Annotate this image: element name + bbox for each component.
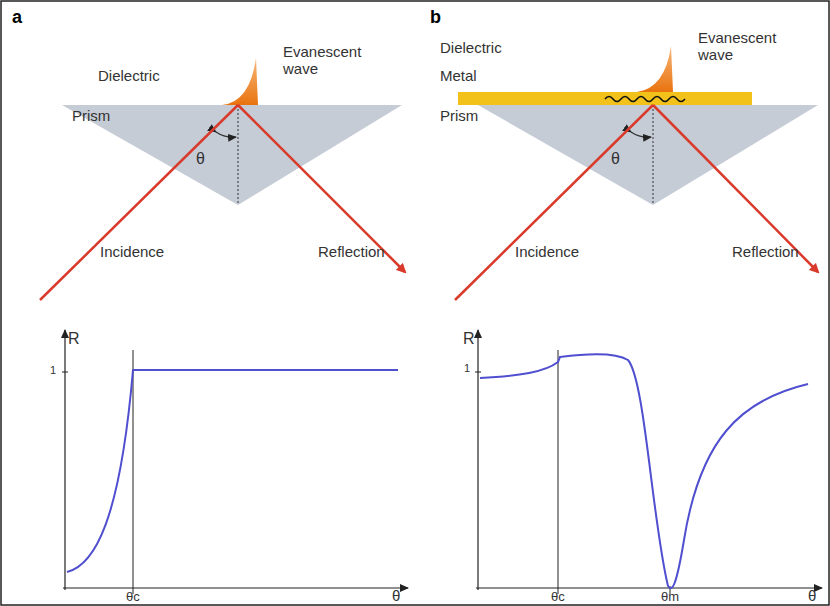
axis-label: θ bbox=[392, 588, 400, 605]
tick-label: 1 bbox=[464, 362, 470, 374]
beam-label: Incidence bbox=[515, 244, 579, 261]
beam-label: Reflection bbox=[732, 244, 799, 261]
medium-label: Prism bbox=[440, 108, 478, 125]
wave-label: Evanescent wave bbox=[698, 30, 782, 63]
beam-label: Reflection bbox=[318, 244, 385, 261]
tick-label: θc bbox=[126, 590, 140, 604]
axis-label: θ bbox=[808, 588, 816, 605]
angle-label: θ bbox=[611, 150, 620, 168]
tick-label: θc bbox=[551, 590, 565, 604]
tick-label: 1 bbox=[50, 364, 56, 376]
medium-label: Metal bbox=[440, 68, 477, 85]
medium-label: Dielectric bbox=[440, 40, 502, 57]
medium-label: Dielectric bbox=[98, 68, 160, 85]
medium-label: Prism bbox=[72, 108, 110, 125]
panel-letter: b bbox=[430, 8, 441, 28]
wave-label: Evanescent wave bbox=[283, 44, 367, 77]
angle-label: θ bbox=[196, 150, 205, 168]
panel-letter: a bbox=[12, 8, 22, 28]
axis-label: R bbox=[68, 330, 80, 348]
axis-label: R bbox=[463, 330, 475, 348]
tick-label: θm bbox=[661, 590, 679, 604]
beam-label: Incidence bbox=[100, 244, 164, 261]
